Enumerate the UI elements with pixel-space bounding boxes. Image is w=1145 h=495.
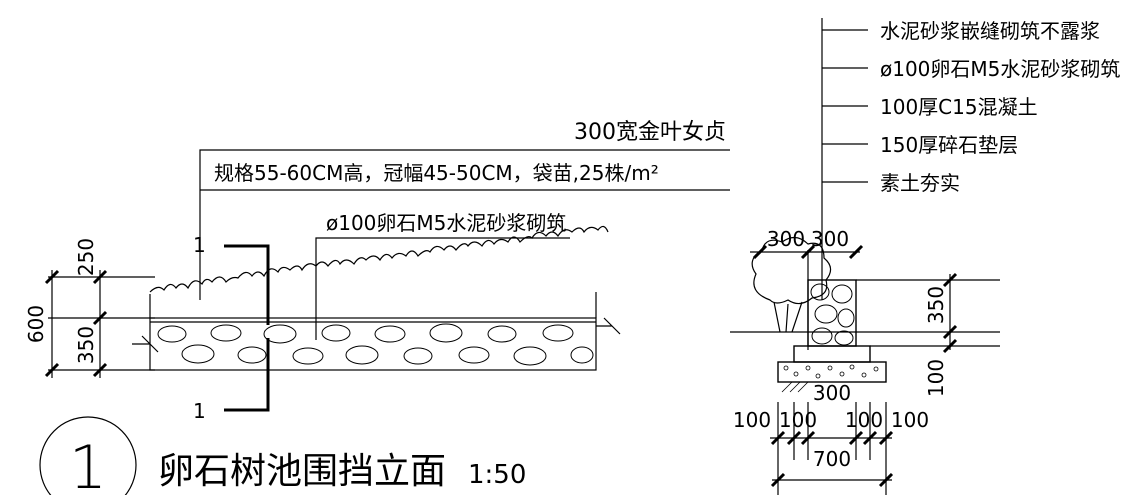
layer-label-2: ø100卵石M5水泥砂浆砌筑: [880, 57, 1120, 81]
layer-leader-ticks: [822, 29, 868, 183]
right-vertical-dims: [856, 272, 1000, 354]
stone-masonry-label: ø100卵石M5水泥砂浆砌筑: [326, 211, 566, 235]
break-symbol-left: [132, 335, 159, 353]
title-number-circle: [39, 416, 137, 495]
gravel-dots: [783, 364, 879, 379]
plant-name-label: 300宽金叶女贞: [574, 120, 726, 145]
dim-350: 350: [74, 326, 98, 364]
dim-seg-2: 100: [779, 408, 817, 432]
bottom-dim-ticks: [770, 402, 894, 495]
dim-inner-300: 300: [813, 381, 851, 405]
section-cut-top: [224, 244, 270, 325]
stone-course-band: [149, 317, 597, 371]
dim-250: 250: [74, 238, 98, 276]
plant-leader-line: [199, 149, 730, 300]
title-number: 1: [69, 433, 107, 495]
title-scale: 1:50: [468, 460, 526, 490]
pebble-pattern: [157, 323, 594, 366]
plant-spec-label: 规格55-60CM高，冠幅45-50CM，袋苗,25株/m²: [214, 161, 659, 185]
title-text: 卵石树池围挡立面: [158, 451, 446, 492]
soil-hatch: [781, 381, 809, 393]
dim-600: 600: [24, 305, 48, 343]
stone-leader-line: [315, 237, 570, 340]
gravel-bed: [777, 361, 887, 383]
section-shrub: [751, 236, 832, 333]
layer-label-4: 150厚碎石垫层: [880, 133, 1018, 157]
section-mark-bottom: 1: [193, 399, 206, 423]
layer-label-3: 100厚C15混凝土: [880, 95, 1038, 119]
dim-top-b: 300: [811, 227, 849, 251]
dim-overall-700: 700: [813, 447, 851, 471]
dim-height-100: 100: [924, 359, 948, 397]
top-dim-tick-1: [752, 244, 768, 260]
left-dimensions: [44, 269, 155, 378]
break-symbol-right: [596, 317, 621, 335]
section-mark-top: 1: [193, 233, 206, 257]
dim-top-a: 300: [767, 227, 805, 251]
dim-height-350: 350: [924, 286, 948, 324]
section-cut-bottom: [224, 338, 270, 412]
top-dim-tick-2: [800, 244, 816, 260]
dim-seg-1: 100: [733, 408, 771, 432]
dim-seg-4: 100: [891, 408, 929, 432]
concrete-footing: [793, 345, 871, 363]
layer-label-5: 素土夯实: [880, 171, 960, 195]
layer-label-1: 水泥砂浆嵌缝砌筑不露浆: [880, 19, 1100, 43]
dim-seg-3: 100: [845, 408, 883, 432]
wall-pebbles: [810, 283, 855, 346]
top-dim-tick-3: [848, 244, 864, 260]
shrub-outline: [149, 225, 609, 293]
right-section: 水泥砂浆嵌缝砌筑不露浆 ø100卵石M5水泥砂浆砌筑 100厚C15混凝土 15…: [730, 18, 1120, 495]
left-elevation: 300宽金叶女贞 规格55-60CM高，冠幅45-50CM，袋苗,25株/m² …: [24, 120, 730, 495]
